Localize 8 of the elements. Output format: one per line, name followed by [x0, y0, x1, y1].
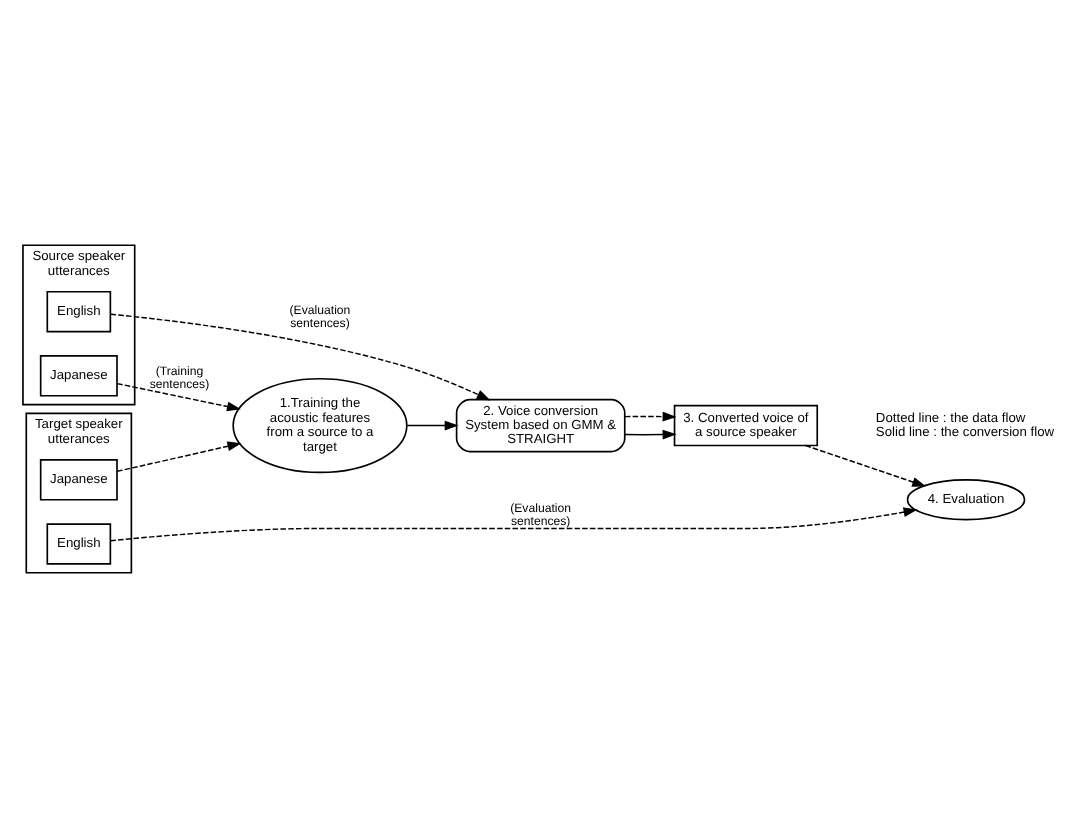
arrow [109, 506, 918, 541]
arrow [624, 410, 677, 421]
arrow [624, 428, 677, 439]
arrow [116, 381, 241, 411]
arrow [116, 440, 242, 472]
arrow [804, 443, 927, 486]
arrow [406, 419, 459, 430]
arrow [110, 312, 491, 400]
